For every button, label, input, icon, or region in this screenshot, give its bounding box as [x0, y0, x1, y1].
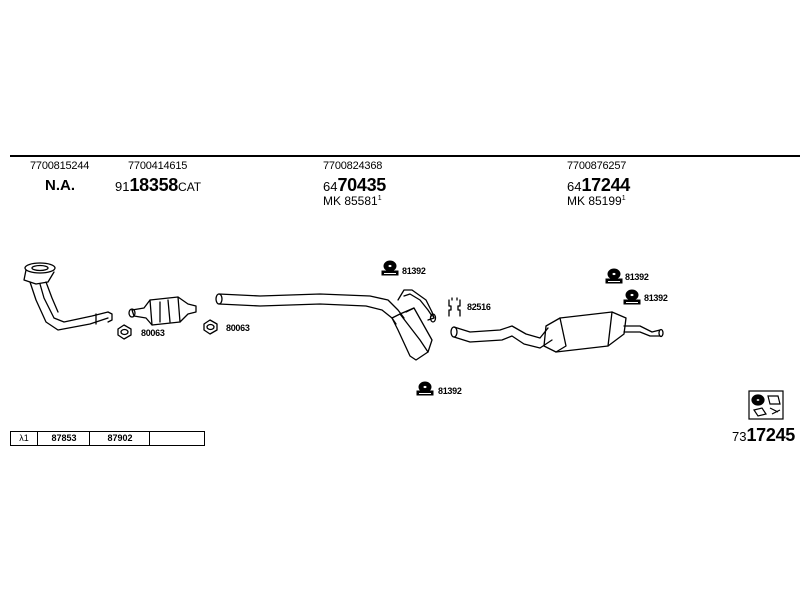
downpipe-status: N.A.: [45, 177, 75, 194]
middle-ref: 6470435: [323, 175, 386, 196]
downpipe-part-number: 7700815244: [30, 160, 90, 172]
table-cell-2: 87902: [89, 432, 150, 445]
top-rule: [10, 155, 800, 157]
hanger-rear-1-drawing: [605, 268, 623, 284]
middle-ref-main: 70435: [337, 175, 387, 195]
kit-icon: [748, 390, 784, 420]
clamp-label: 82516: [467, 302, 491, 312]
hanger-mid-top-label: 81392: [402, 266, 426, 276]
rear-part-number: 7700876257: [567, 160, 627, 172]
catalyst-drawing: [128, 296, 197, 326]
gasket-2-label: 80063: [226, 323, 250, 333]
rear-mk-text: MK 85199: [567, 194, 622, 208]
catalyst-ref-prefix: 91: [115, 179, 130, 194]
clamp-drawing: [448, 297, 461, 317]
hanger-rear-2-drawing: [623, 289, 641, 305]
catalyst-ref-suffix: CAT: [178, 180, 202, 194]
rear-section-drawing: [450, 311, 664, 353]
set-number: 7317245: [732, 425, 795, 446]
catalyst-ref-main: 18358: [129, 175, 179, 195]
table-cell-1: 87853: [37, 432, 90, 445]
hanger-rear-2-label: 81392: [644, 293, 668, 303]
hanger-mid-bottom-drawing: [416, 381, 434, 396]
gasket-1-drawing: [117, 324, 132, 340]
reference-table: λ1 87853 87902: [10, 431, 205, 446]
middle-mk-sup: 1: [377, 195, 382, 202]
rear-ref-main: 17244: [581, 175, 631, 195]
hanger-mid-top-drawing: [381, 260, 399, 276]
set-number-main: 17245: [746, 425, 796, 445]
catalyst-ref: 9118358CAT: [115, 175, 201, 196]
rear-ref-prefix: 64: [567, 179, 582, 194]
rear-ref: 6417244: [567, 175, 630, 196]
table-lambda-cell: λ1: [19, 433, 29, 443]
set-number-prefix: 73: [732, 429, 747, 444]
downpipe-drawing: [23, 262, 113, 331]
gasket-2-drawing: [203, 319, 218, 335]
hanger-mid-bottom-label: 81392: [438, 386, 462, 396]
gasket-1-label: 80063: [141, 328, 165, 338]
table-cell-empty: [149, 432, 205, 445]
rear-mk-sup: 1: [621, 195, 626, 202]
hanger-rear-1-label: 81392: [625, 272, 649, 282]
catalyst-part-number: 7700414615: [128, 160, 188, 172]
rear-mk: MK 851991: [567, 194, 626, 208]
middle-ref-prefix: 64: [323, 179, 338, 194]
middle-mk-text: MK 85581: [323, 194, 378, 208]
middle-mk: MK 855811: [323, 194, 382, 208]
middle-section-drawing: [215, 289, 437, 361]
middle-part-number: 7700824368: [323, 160, 383, 172]
